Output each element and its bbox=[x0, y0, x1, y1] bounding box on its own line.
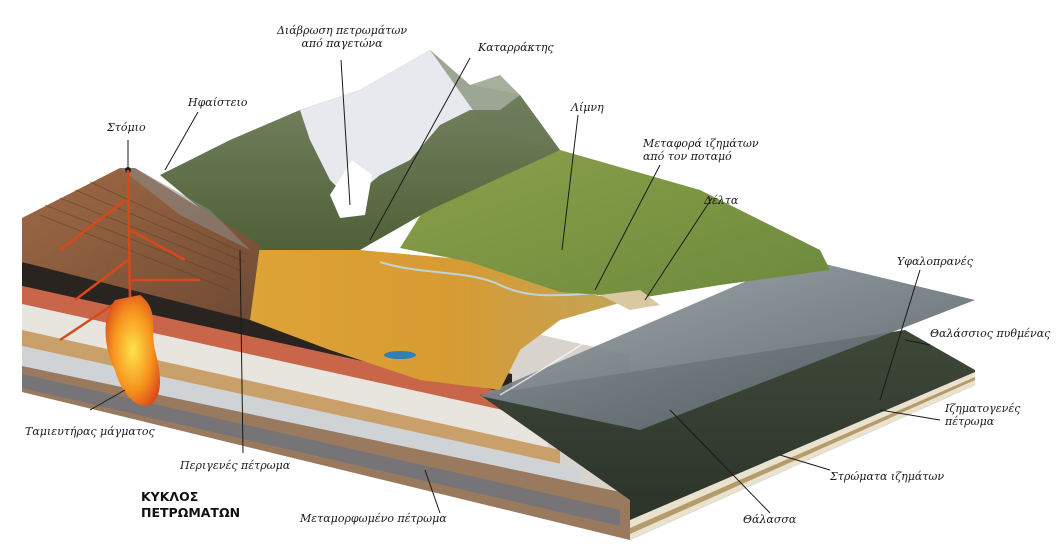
label-waterfall: Καταρράκτης bbox=[478, 41, 554, 54]
label-sedimentary-rock: Ιζηματογενές πέτρωμα bbox=[945, 402, 1020, 428]
diagram-title-line2: ΠΕΤΡΩΜΑΤΩΝ bbox=[141, 505, 240, 521]
blue-lake-patch bbox=[384, 351, 416, 359]
label-sediment-layers: Στρώματα ιζημάτων bbox=[830, 470, 944, 483]
label-magma-chamber: Ταμιευτήρας μάγματος bbox=[25, 425, 155, 438]
label-volcano: Ηφαίστειο bbox=[188, 96, 247, 109]
label-delta: Δέλτα bbox=[704, 194, 738, 207]
label-sea: Θάλασσα bbox=[743, 513, 796, 526]
label-sedimentary-rock-line2: πέτρωμα bbox=[945, 415, 1020, 428]
diagram-title-line1: ΚΥΚΛΟΣ bbox=[141, 489, 240, 505]
label-sea-floor: Θαλάσσιος πυθμένας bbox=[930, 327, 1050, 340]
label-vent: Στόμιο bbox=[107, 121, 146, 134]
label-continental-slope: Υφαλοπρανές bbox=[897, 255, 973, 268]
label-river-sediment-line2: από τον ποταμό bbox=[643, 150, 759, 163]
label-lake: Λίμνη bbox=[571, 101, 604, 114]
label-metamorphic-rock: Μεταμορφωμένο πέτρωμα bbox=[300, 512, 447, 525]
label-glacier-erosion-line1: Διάβρωση πετρωμάτων bbox=[272, 24, 412, 37]
diagram-title: ΚΥΚΛΟΣ ΠΕΤΡΩΜΑΤΩΝ bbox=[141, 489, 240, 521]
label-sedimentary-rock-line1: Ιζηματογενές bbox=[945, 402, 1020, 415]
label-river-sediment: Μεταφορά ιζημάτων από τον ποταμό bbox=[643, 137, 759, 163]
label-igneous-rock: Περιγενές πέτρωμα bbox=[180, 459, 290, 472]
label-river-sediment-line1: Μεταφορά ιζημάτων bbox=[643, 137, 759, 150]
label-glacier-erosion: Διάβρωση πετρωμάτων από παγετώνα bbox=[272, 24, 412, 50]
label-glacier-erosion-line2: από παγετώνα bbox=[272, 37, 412, 50]
